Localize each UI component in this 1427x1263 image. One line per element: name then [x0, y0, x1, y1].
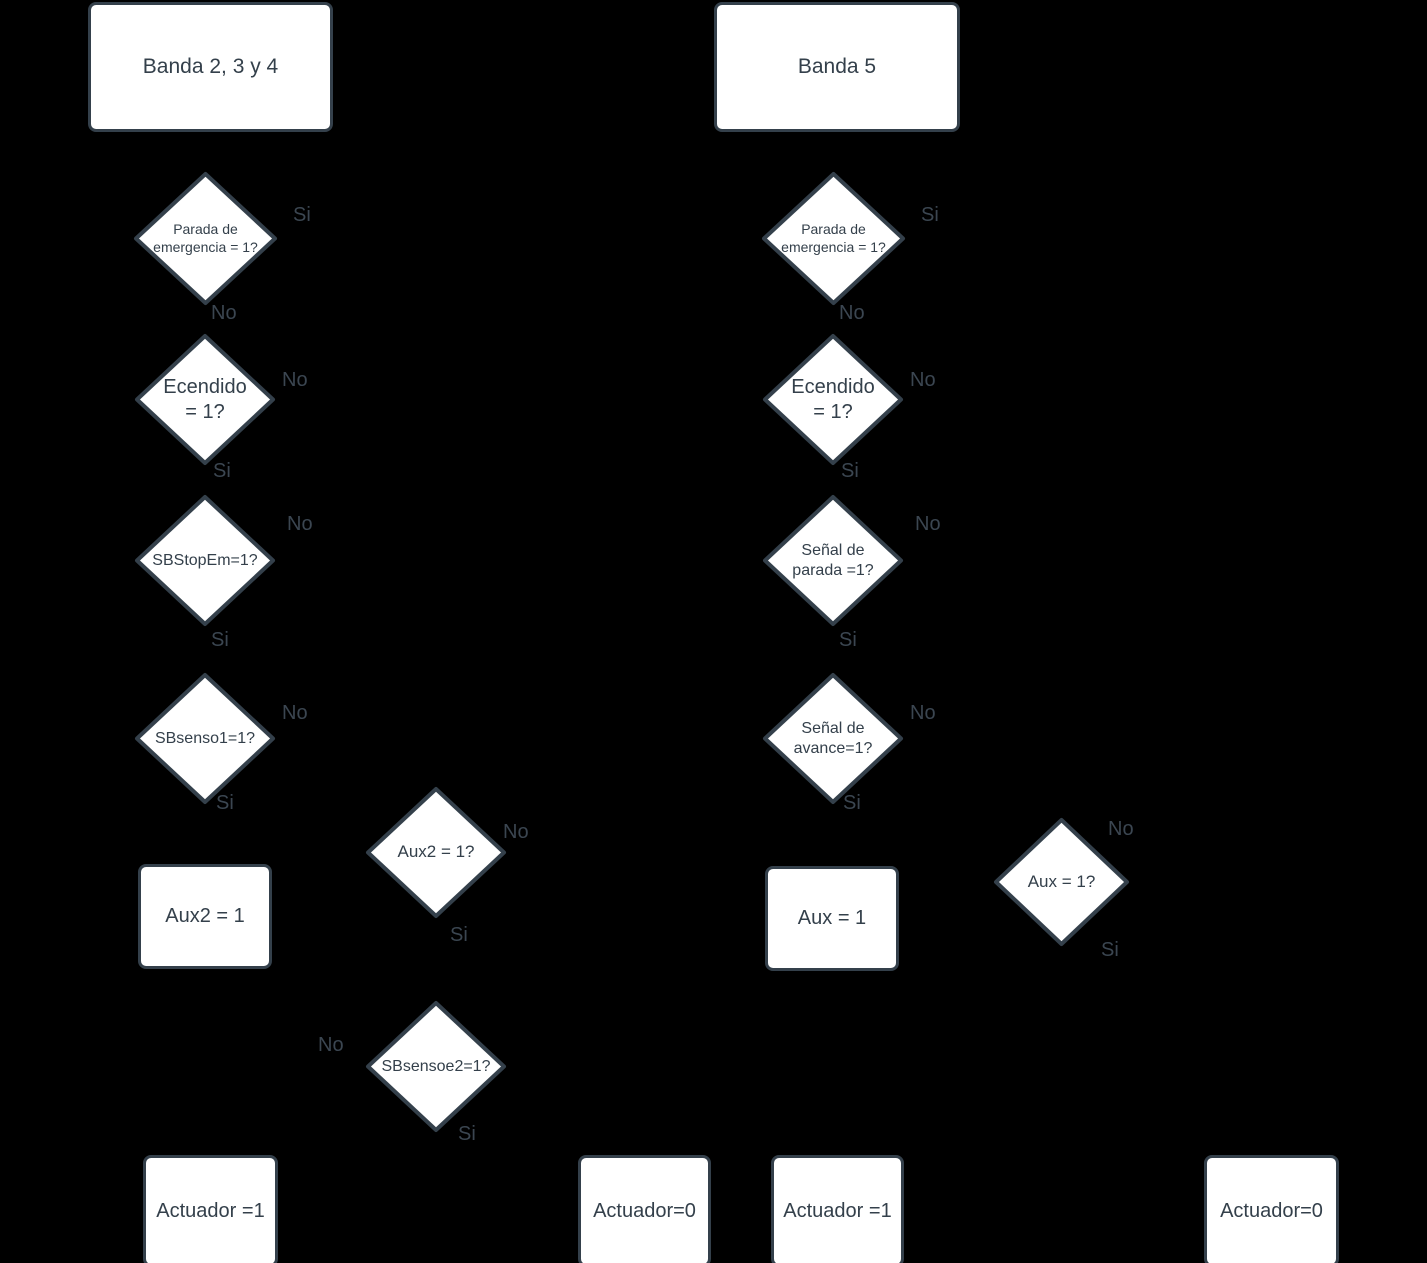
node-banda-5[interactable]: Banda 5 — [714, 2, 960, 132]
node-actuador-0-right[interactable]: Actuador=0 — [1204, 1155, 1339, 1263]
edge-label-left-6-si: Si — [458, 1123, 476, 1145]
edge-label-right-2-si: Si — [841, 460, 859, 482]
node-aux-set[interactable]: Aux = 1 — [765, 866, 899, 971]
diamond-shape-icon — [135, 334, 275, 465]
node-banda-2-3-4[interactable]: Banda 2, 3 y 4 — [88, 2, 333, 132]
node-actuador-1-left-label: Actuador =1 — [156, 1199, 265, 1222]
node-senal-parada[interactable]: Señal de parada =1? — [762, 494, 904, 627]
node-parada-emergencia-right[interactable]: Parada de emergencia = 1? — [761, 171, 906, 306]
edge-label-left-3-no: No — [287, 513, 313, 535]
edge-label-left-4-no: No — [282, 702, 308, 724]
edge-label-left-6-no: No — [318, 1034, 344, 1056]
diamond-shape-icon — [763, 673, 903, 804]
edge-label-right-5-no: No — [1108, 818, 1134, 840]
diamond-shape-icon — [135, 673, 275, 804]
node-actuador-1-right-label: Actuador =1 — [783, 1199, 892, 1222]
edge-label-left-2-no: No — [282, 369, 308, 391]
node-parada-emergencia-left[interactable]: Parada de emergencia = 1? — [133, 171, 278, 306]
edge-label-right-4-no: No — [910, 702, 936, 724]
node-senal-avance[interactable]: Señal de avance=1? — [762, 672, 904, 805]
node-actuador-0-right-label: Actuador=0 — [1220, 1199, 1323, 1222]
edge-label-left-1-no: No — [211, 302, 237, 324]
node-banda-5-label: Banda 5 — [797, 54, 877, 78]
edge-label-right-4-si: Si — [843, 792, 861, 814]
diamond-shape-icon — [134, 172, 277, 305]
edge-label-left-4-si: Si — [216, 792, 234, 814]
node-actuador-0-mid[interactable]: Actuador=0 — [578, 1155, 711, 1263]
node-actuador-1-right[interactable]: Actuador =1 — [771, 1155, 904, 1263]
node-sbsensoe2[interactable]: SBsensoe2=1? — [365, 1000, 507, 1133]
node-ecendido-right[interactable]: Ecendido = 1? — [762, 333, 904, 466]
edge-label-right-1-si: Si — [921, 204, 939, 226]
edge-label-right-3-si: Si — [839, 629, 857, 651]
node-aux2-set[interactable]: Aux2 = 1 — [138, 864, 272, 969]
diamond-shape-icon — [994, 818, 1129, 946]
node-aux2-check[interactable]: Aux2 = 1? — [365, 786, 507, 919]
node-ecendido-left[interactable]: Ecendido = 1? — [134, 333, 276, 466]
diamond-shape-icon — [763, 495, 903, 626]
node-actuador-0-mid-label: Actuador=0 — [593, 1199, 696, 1222]
edge-label-right-1-no: No — [839, 302, 865, 324]
node-actuador-1-left[interactable]: Actuador =1 — [143, 1155, 278, 1263]
diamond-shape-icon — [366, 1001, 506, 1132]
diamond-shape-icon — [366, 787, 506, 918]
edge-label-right-2-no: No — [910, 369, 936, 391]
node-aux2-set-label: Aux2 = 1 — [165, 905, 245, 927]
edge-label-left-3-si: Si — [211, 629, 229, 651]
edge-label-left-1-si: Si — [293, 204, 311, 226]
diamond-shape-icon — [763, 334, 903, 465]
edge-label-right-3-no: No — [915, 513, 941, 535]
diamond-shape-icon — [135, 495, 275, 626]
node-banda-2-3-4-label: Banda 2, 3 y 4 — [142, 54, 279, 78]
node-sbsenso1[interactable]: SBsenso1=1? — [134, 672, 276, 805]
edge-label-left-5-no: No — [503, 821, 529, 843]
diamond-shape-icon — [762, 172, 905, 305]
edge-label-left-2-si: Si — [213, 460, 231, 482]
edge-label-left-5-si: Si — [450, 924, 468, 946]
node-aux-set-label: Aux = 1 — [797, 907, 867, 929]
edge-label-right-5-si: Si — [1101, 939, 1119, 961]
node-sbstopem[interactable]: SBStopEm=1? — [134, 494, 276, 627]
